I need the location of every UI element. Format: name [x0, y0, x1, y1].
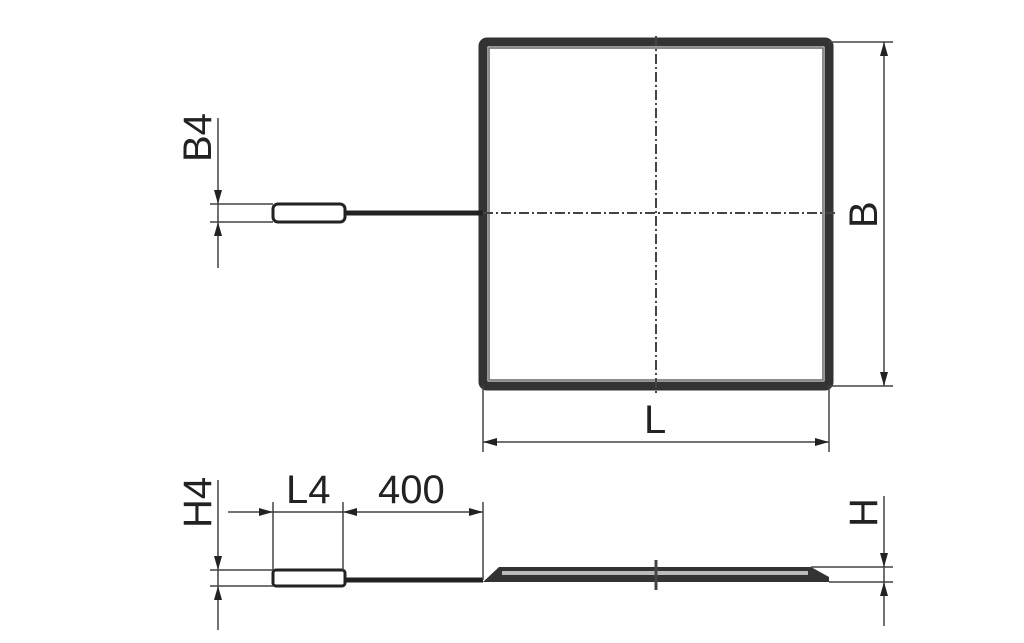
stem-arrow-right	[469, 508, 483, 516]
l-arrow-right	[815, 438, 829, 446]
h4-label: H4	[176, 477, 220, 528]
b-arrow-bottom	[880, 372, 888, 386]
h4-arrow-top	[214, 556, 222, 570]
l-label: L	[644, 398, 666, 442]
l4-arrow-left	[259, 508, 273, 516]
l-arrow-left	[483, 438, 497, 446]
b4-label: B4	[176, 113, 220, 162]
side-handle-grip	[271, 568, 347, 588]
b4-arrow-bottom	[214, 222, 222, 236]
h-arrow-bottom	[880, 582, 888, 596]
top-view: B4 B L	[176, 36, 893, 452]
b-label: B	[842, 201, 886, 228]
b-arrow-top	[880, 42, 888, 56]
h4-arrow-bottom	[214, 586, 222, 600]
side-view: H4 L4 400 H	[176, 468, 893, 630]
handle-grip	[271, 202, 347, 224]
l4-label: L4	[286, 468, 331, 512]
h-arrow-top	[880, 553, 888, 567]
l4-arrow-right	[343, 508, 357, 516]
b4-arrow-top	[214, 190, 222, 204]
stem-length-label: 400	[378, 468, 445, 512]
h-label: H	[842, 498, 886, 527]
